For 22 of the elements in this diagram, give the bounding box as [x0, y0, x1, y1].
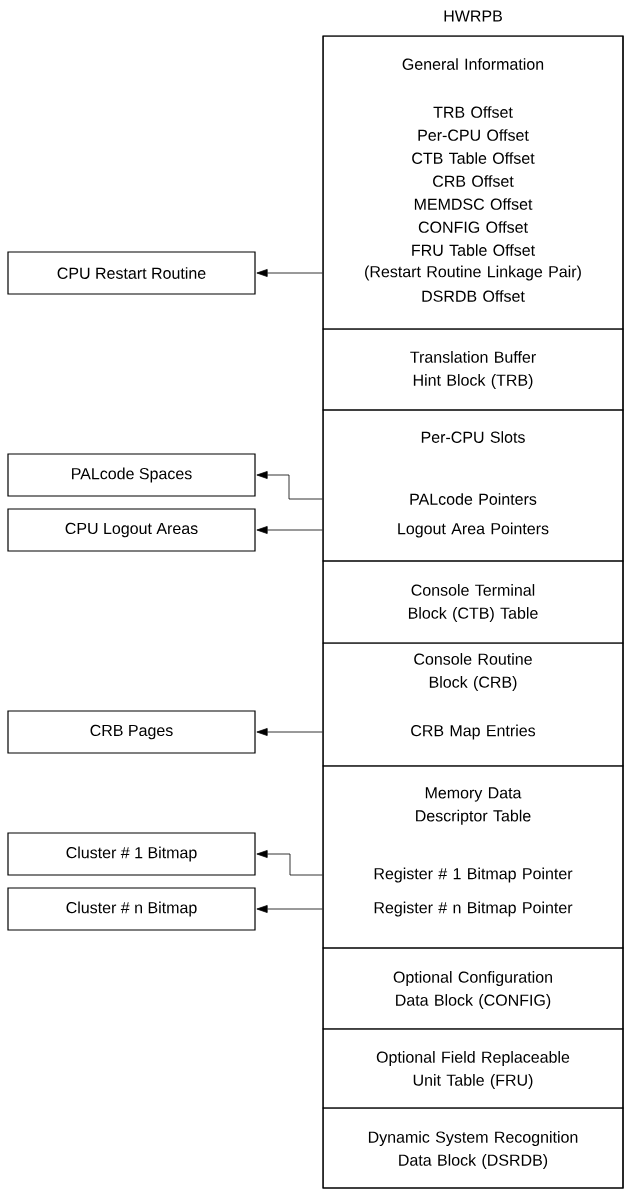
- table-section: General Information TRB Offset Per-CPU Offset CTB Table Offset CRB Offset MEMDSC Offset CONFIG Offset FRU Table Offset (Restart Routine Linkage Pair) DSRDB Offset: [322, 35, 624, 330]
- arrow: [256, 850, 323, 876]
- arrow: [256, 526, 323, 534]
- memory-box: Cluster # n Bitmap: [7, 887, 256, 931]
- memory-box: PALcode Spaces: [7, 453, 256, 497]
- table-section: Optional Field Replaceable Unit Table (FRU): [322, 1028, 624, 1109]
- memory-box: CPU Restart Routine: [7, 251, 256, 295]
- arrow: [256, 471, 323, 500]
- memory-box: CRB Pages: [7, 710, 256, 754]
- table-section: Dynamic System Recognition Data Block (DSRDB): [322, 1107, 624, 1189]
- arrow: [256, 728, 323, 736]
- memory-box: Cluster # 1 Bitmap: [7, 832, 256, 876]
- table-section: Translation Buffer Hint Block (TRB): [322, 328, 624, 411]
- arrow: [256, 905, 323, 913]
- table-section: Per-CPU Slots PALcode Pointers Logout Area Pointers: [322, 409, 624, 562]
- table-section: Memory Data Descriptor Table Register # 1 Bitmap Pointer Register # n Bitmap Pointer: [322, 765, 624, 949]
- table-section: Console Terminal Block (CTB) Table: [322, 560, 624, 644]
- arrow: [256, 269, 323, 277]
- memory-box: CPU Logout Areas: [7, 508, 256, 552]
- table-section: Optional Configuration Data Block (CONFIG): [322, 947, 624, 1030]
- node-label: HWRPB: [444, 10, 502, 22]
- table-section: Console Routine Block (CRB) CRB Map Entries: [322, 642, 624, 767]
